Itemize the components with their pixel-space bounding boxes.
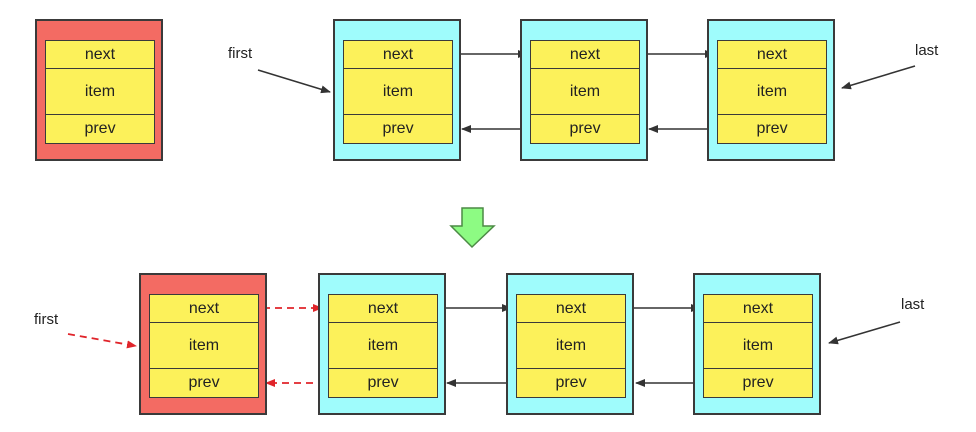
- first-pointer-arrow: [257, 69, 331, 94]
- down-arrow-icon: [449, 207, 496, 249]
- node-prev-field: prev: [717, 114, 827, 144]
- last-label: last: [901, 296, 925, 313]
- new-node-bottom: next item prev: [139, 273, 267, 415]
- node-prev-field: prev: [516, 368, 626, 398]
- new-node-top: next item prev: [35, 19, 163, 161]
- node-item-field: item: [328, 322, 438, 370]
- node-item-field: item: [717, 68, 827, 116]
- node-next-field: next: [516, 294, 626, 324]
- node-item-field: item: [703, 322, 813, 370]
- node-next-field: next: [45, 40, 155, 70]
- node-next-field: next: [149, 294, 259, 324]
- list-node-bottom-1: next item prev: [318, 273, 446, 415]
- node-item-field: item: [343, 68, 453, 116]
- node-item-field: item: [530, 68, 640, 116]
- node-next-field: next: [703, 294, 813, 324]
- node-prev-field: prev: [149, 368, 259, 398]
- list-node-top-2: next item prev: [520, 19, 648, 161]
- node-next-field: next: [328, 294, 438, 324]
- node-item-field: item: [149, 322, 259, 370]
- list-node-top-1: next item prev: [333, 19, 461, 161]
- last-label: last: [915, 42, 939, 59]
- list-node-bottom-2: next item prev: [506, 273, 634, 415]
- first-label: first: [228, 45, 253, 62]
- node-item-field: item: [516, 322, 626, 370]
- node-item-field: item: [45, 68, 155, 116]
- list-node-bottom-3: next item prev: [693, 273, 821, 415]
- last-pointer-arrow: [828, 321, 901, 345]
- node-prev-field: prev: [703, 368, 813, 398]
- node-next-field: next: [717, 40, 827, 70]
- node-prev-field: prev: [45, 114, 155, 144]
- node-prev-field: prev: [530, 114, 640, 144]
- last-pointer-arrow: [841, 65, 916, 90]
- node-next-field: next: [530, 40, 640, 70]
- first-label: first: [34, 311, 59, 328]
- node-prev-field: prev: [328, 368, 438, 398]
- list-node-top-3: next item prev: [707, 19, 835, 161]
- node-prev-field: prev: [343, 114, 453, 144]
- first-pointer-dashed-arrow: [67, 333, 137, 349]
- node-next-field: next: [343, 40, 453, 70]
